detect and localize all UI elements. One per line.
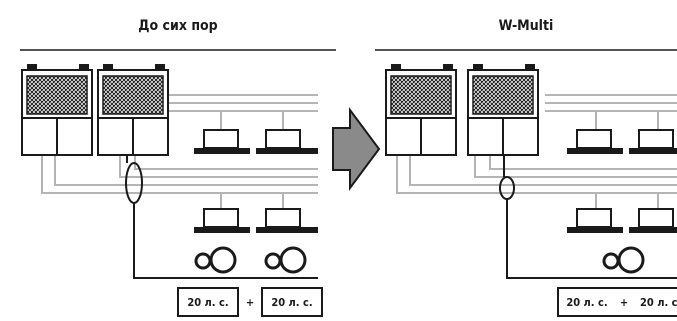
capacity-label: 20 л. с [640, 296, 677, 309]
water-coil-icon [264, 246, 307, 274]
control-wiring [126, 155, 318, 279]
indoor-unit-cassette [256, 129, 318, 154]
control-wiring [503, 155, 677, 279]
outdoor-unit [385, 64, 457, 156]
grouping-ellipse [125, 162, 143, 204]
outdoor-unit [97, 64, 169, 156]
refrigerant-pipes [396, 94, 677, 210]
indoor-unit-cassette [194, 208, 250, 233]
capacity-box [261, 287, 323, 317]
plus-sign: + [620, 296, 628, 309]
water-coil-icon [194, 246, 237, 274]
plus-sign: + [246, 296, 254, 309]
capacity-box [177, 287, 239, 317]
grouping-ellipse [499, 176, 515, 200]
water-coil-icon [602, 246, 645, 274]
capacity-label: 20 л. с. [187, 296, 228, 309]
capacity-label: 20 л. с. [566, 296, 607, 309]
capacity-label: 20 л. с. [271, 296, 312, 309]
indoor-unit-cassette [629, 208, 677, 233]
panel-title-w-multi: W-Multi [498, 18, 554, 34]
refrigerant-pipes [41, 94, 318, 210]
capacity-box [557, 287, 677, 317]
panel-before: 20 л. с. + 20 л. с. [20, 49, 336, 317]
indoor-unit-cassette [256, 208, 318, 233]
indoor-unit-cassette [567, 129, 623, 154]
arrow-icon [332, 106, 381, 192]
indoor-unit-cassette [629, 129, 677, 154]
panel-w-multi: 20 л. с. + 20 л. с [375, 49, 677, 317]
outdoor-unit [467, 64, 539, 156]
panel-title-before: До сих пор [138, 18, 218, 34]
outdoor-unit [21, 64, 93, 156]
indoor-unit-cassette [194, 129, 250, 154]
indoor-unit-cassette [567, 208, 623, 233]
